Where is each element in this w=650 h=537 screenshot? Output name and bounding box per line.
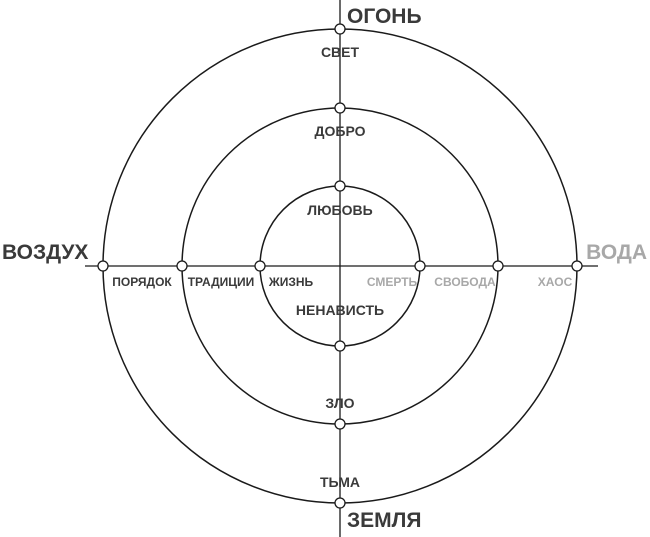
outer-top-label: СВЕТ bbox=[321, 44, 360, 60]
middle-bottom-label: ЗЛО bbox=[325, 395, 354, 411]
node-outer-top bbox=[334, 23, 346, 35]
outer-bottom-label: ТЬМА bbox=[320, 474, 360, 490]
outer-right-label: ХАОС bbox=[538, 275, 573, 289]
inner-left-label: ЖИЗНЬ bbox=[268, 275, 314, 289]
middle-right-label: СВОБОДА bbox=[434, 275, 496, 289]
element-left-label: ВОЗДУХ bbox=[2, 241, 88, 264]
element-bottom-label: ЗЕМЛЯ bbox=[347, 509, 421, 532]
node-middle-right bbox=[492, 260, 504, 272]
inner-bottom-label: НЕНАВИСТЬ bbox=[296, 302, 384, 318]
node-inner-left bbox=[254, 260, 266, 272]
node-outer-left bbox=[97, 260, 109, 272]
node-middle-bottom bbox=[334, 418, 346, 430]
inner-top-label: ЛЮБОВЬ bbox=[307, 202, 372, 218]
node-inner-right bbox=[414, 260, 426, 272]
node-inner-bottom bbox=[334, 340, 346, 352]
node-inner-top bbox=[334, 180, 346, 192]
node-middle-left bbox=[176, 260, 188, 272]
node-outer-bottom bbox=[334, 497, 346, 509]
node-outer-right bbox=[571, 260, 583, 272]
inner-right-label: СМЕРТЬ bbox=[367, 275, 418, 289]
outer-left-label: ПОРЯДОК bbox=[112, 275, 172, 289]
element-right-label: ВОДА bbox=[586, 241, 647, 264]
node-middle-top bbox=[334, 102, 346, 114]
middle-top-label: ДОБРО bbox=[315, 123, 366, 139]
element-top-label: ОГОНЬ bbox=[347, 5, 422, 28]
middle-left-label: ТРАДИЦИИ bbox=[188, 275, 255, 289]
